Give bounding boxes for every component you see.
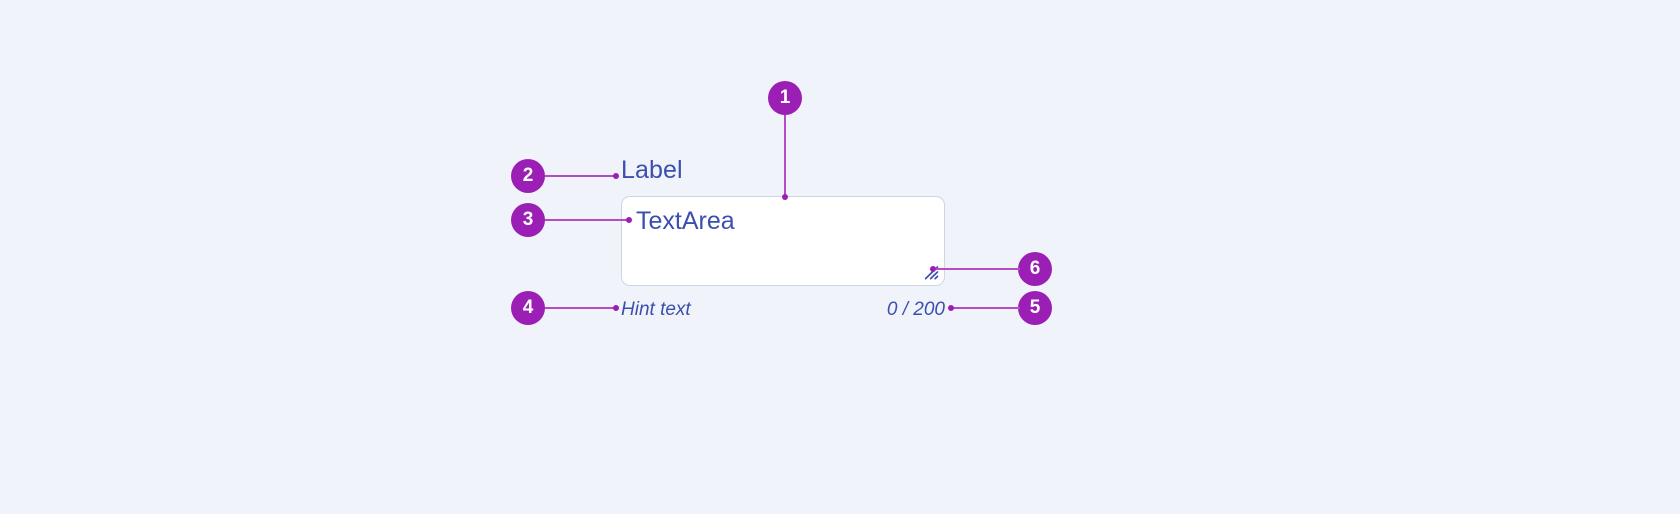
callout-badge-3-label: 3 xyxy=(522,209,534,230)
field-label: Label xyxy=(621,156,683,184)
hint-text: Hint text xyxy=(621,299,691,320)
callout-leader-5 xyxy=(952,307,1020,309)
callout-badge-5[interactable]: 5 xyxy=(1018,291,1052,325)
callout-badge-6[interactable]: 6 xyxy=(1018,252,1052,286)
callout-badge-1-label: 1 xyxy=(779,87,791,108)
callout-badge-2-label: 2 xyxy=(522,165,534,186)
callout-leader-3 xyxy=(545,219,628,221)
callout-badge-4[interactable]: 4 xyxy=(511,291,545,325)
callout-badge-6-label: 6 xyxy=(1029,258,1041,279)
callout-endpoint-5 xyxy=(948,305,954,311)
callout-leader-2 xyxy=(545,175,615,177)
resize-grip-icon[interactable] xyxy=(922,263,940,281)
callout-badge-1[interactable]: 1 xyxy=(768,81,802,115)
callout-badge-3[interactable]: 3 xyxy=(511,203,545,237)
callout-leader-6 xyxy=(934,268,1020,270)
character-counter: 0 / 200 xyxy=(886,299,945,320)
callout-leader-4 xyxy=(545,307,615,309)
callout-endpoint-2 xyxy=(613,173,619,179)
textarea-container[interactable]: TextArea xyxy=(621,196,945,286)
callout-badge-2[interactable]: 2 xyxy=(511,159,545,193)
callout-badge-4-label: 4 xyxy=(522,297,534,318)
callout-badge-5-label: 5 xyxy=(1029,297,1041,318)
callout-endpoint-4 xyxy=(613,305,619,311)
textarea-field: Label TextArea Hint text 0 / 200 xyxy=(621,155,945,322)
helper-row: Hint text 0 / 200 xyxy=(621,298,945,322)
textarea-value-text[interactable]: TextArea xyxy=(636,207,735,235)
